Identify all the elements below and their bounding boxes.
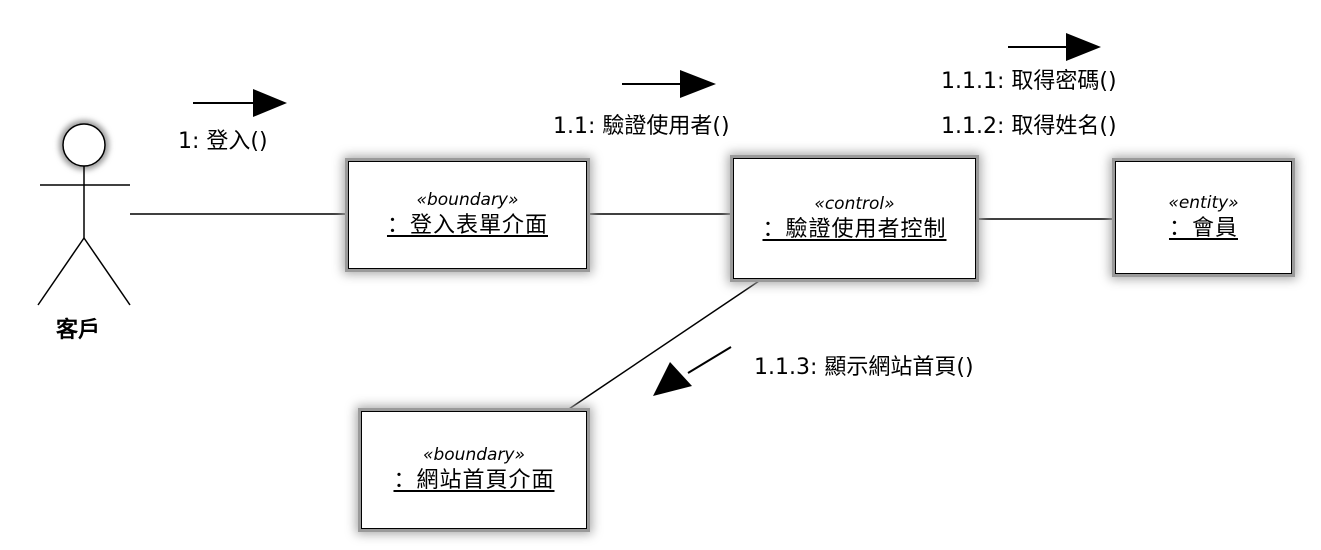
link-control-homepage [565,278,763,412]
actor-figure [37,120,131,306]
object-control[interactable]: «control» ：驗證使用者控制 [733,158,976,279]
actor-head [62,123,106,167]
object-name: ：網站首頁介面 [393,468,555,493]
stereotype-label: «boundary» [416,190,519,210]
object-name: ：登入表單介面 [386,213,548,238]
stereotype-label: «entity» [1168,192,1239,213]
stereotype-label: «control» [814,193,895,214]
actor-left-leg [37,237,85,306]
arrow-msg-1-1 [622,70,716,98]
message-1-1: 1.1: 驗證使用者() [553,114,730,139]
message-1: 1: 登入() [178,129,268,154]
message-1-1-2: 1.1.2: 取得姓名() [941,114,1117,139]
arrow-msg-1 [193,89,287,117]
message-1-1-1: 1.1.1: 取得密碼() [941,69,1117,94]
object-login-form[interactable]: «boundary» ：登入表單介面 [348,161,587,269]
actor-right-leg [83,237,131,306]
object-homepage[interactable]: «boundary» ：網站首頁介面 [361,411,587,529]
object-name: ：會員 [1168,215,1238,241]
message-1-1-3: 1.1.3: 顯示網站首頁() [754,355,974,380]
actor-label: 客戶 [56,318,101,343]
stereotype-label: «boundary» [423,445,525,465]
object-name: ：驗證使用者控制 [762,216,947,242]
arrow-msg-1-1-1 [1008,33,1101,61]
arrow-msg-1-1-3 [653,346,732,396]
object-member[interactable]: «entity» ：會員 [1115,161,1292,274]
